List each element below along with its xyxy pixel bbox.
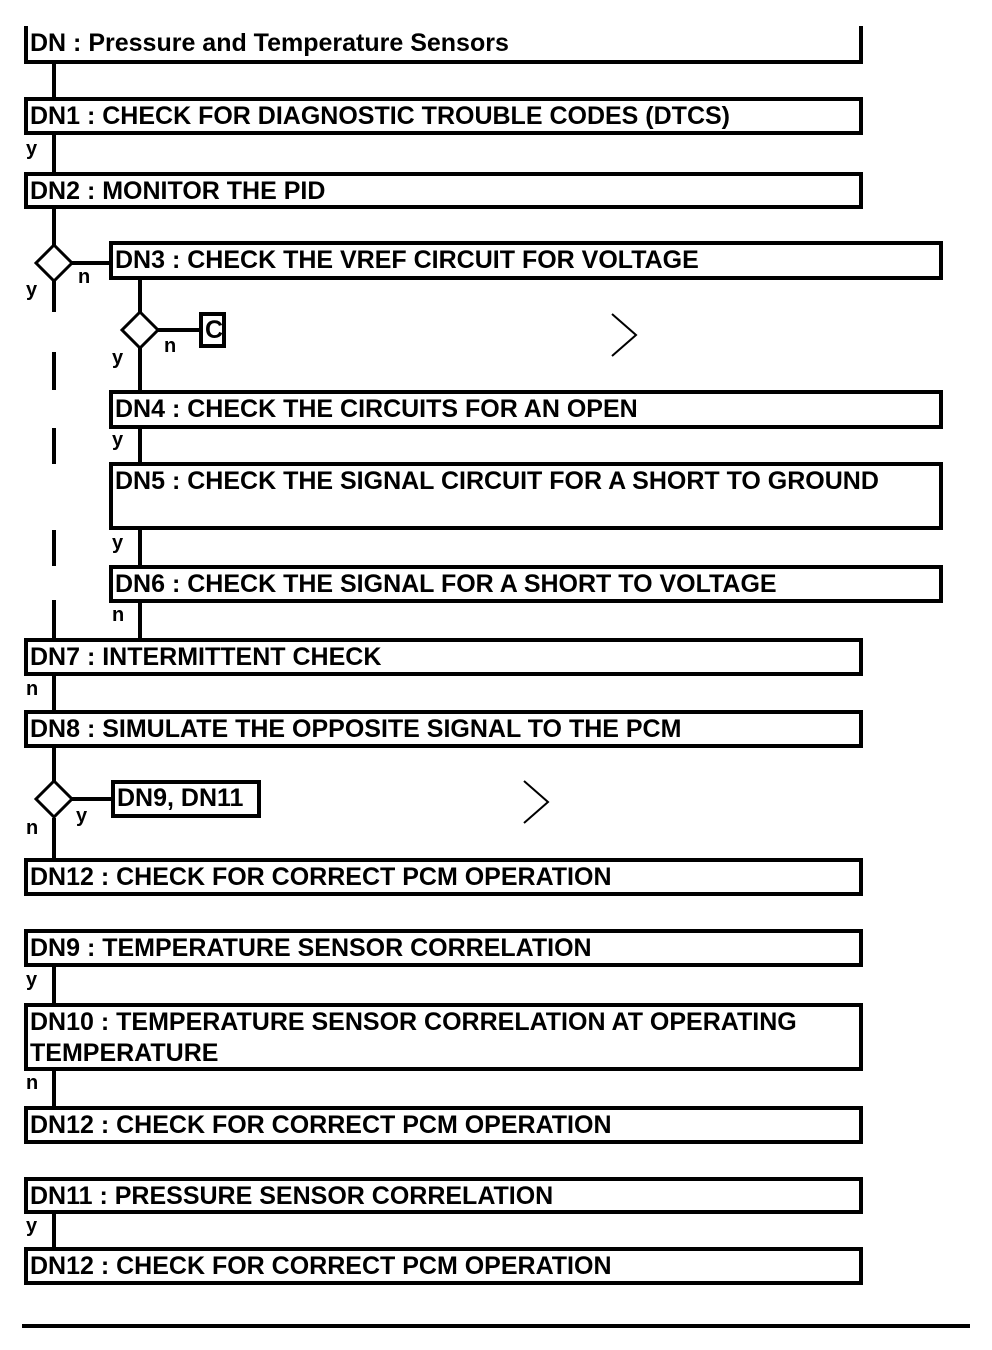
step-dn8: DN8 : SIMULATE THE OPPOSITE SIGNAL TO TH… <box>24 710 863 748</box>
title-box: DN : Pressure and Temperature Sensors <box>24 26 863 64</box>
step-dn7: DN7 : INTERMITTENT CHECK <box>24 638 863 676</box>
label-yes: y <box>112 532 124 554</box>
label-no: n <box>26 817 39 839</box>
step-dn1: DN1 : CHECK FOR DIAGNOSTIC TROUBLE CODES… <box>24 97 863 135</box>
step-dn6: DN6 : CHECK THE SIGNAL FOR A SHORT TO VO… <box>109 565 943 603</box>
label-yes: y <box>112 429 124 451</box>
step-dn12-a: DN12 : CHECK FOR CORRECT PCM OPERATION <box>24 858 863 896</box>
label-yes: y <box>26 969 38 991</box>
connector-c: C <box>199 312 226 348</box>
decision-diamond <box>33 778 75 820</box>
step-dn10: DN10 : TEMPERATURE SENSOR CORRELATION AT… <box>24 1003 863 1071</box>
decision-diamond <box>119 309 161 351</box>
label-no: n <box>78 266 91 288</box>
chevron-right-icon <box>523 780 550 824</box>
step-dn5: DN5 : CHECK THE SIGNAL CIRCUIT FOR A SHO… <box>109 462 943 530</box>
label-yes: y <box>26 1215 38 1237</box>
step-dn9: DN9 : TEMPERATURE SENSOR CORRELATION <box>24 929 863 967</box>
step-dn2: DN2 : MONITOR THE PID <box>24 172 863 209</box>
step-dn4: DN4 : CHECK THE CIRCUITS FOR AN OPEN <box>109 390 943 429</box>
label-no: n <box>112 604 125 626</box>
label-no: n <box>26 678 39 700</box>
step-dn12-c: DN12 : CHECK FOR CORRECT PCM OPERATION <box>24 1247 863 1285</box>
label-no: n <box>26 1072 39 1094</box>
step-dn12-b: DN12 : CHECK FOR CORRECT PCM OPERATION <box>24 1106 863 1144</box>
chevron-right-icon <box>611 313 638 357</box>
decision-diamond <box>33 242 75 284</box>
step-dn11: DN11 : PRESSURE SENSOR CORRELATION <box>24 1177 863 1214</box>
label-no: n <box>164 335 177 357</box>
label-yes: y <box>26 279 38 301</box>
connector-dn9-dn11: DN9, DN11 <box>111 780 261 818</box>
label-yes: y <box>76 805 88 827</box>
step-dn3: DN3 : CHECK THE VREF CIRCUIT FOR VOLTAGE <box>109 241 943 280</box>
label-yes: y <box>26 138 38 160</box>
label-yes: y <box>112 347 124 369</box>
